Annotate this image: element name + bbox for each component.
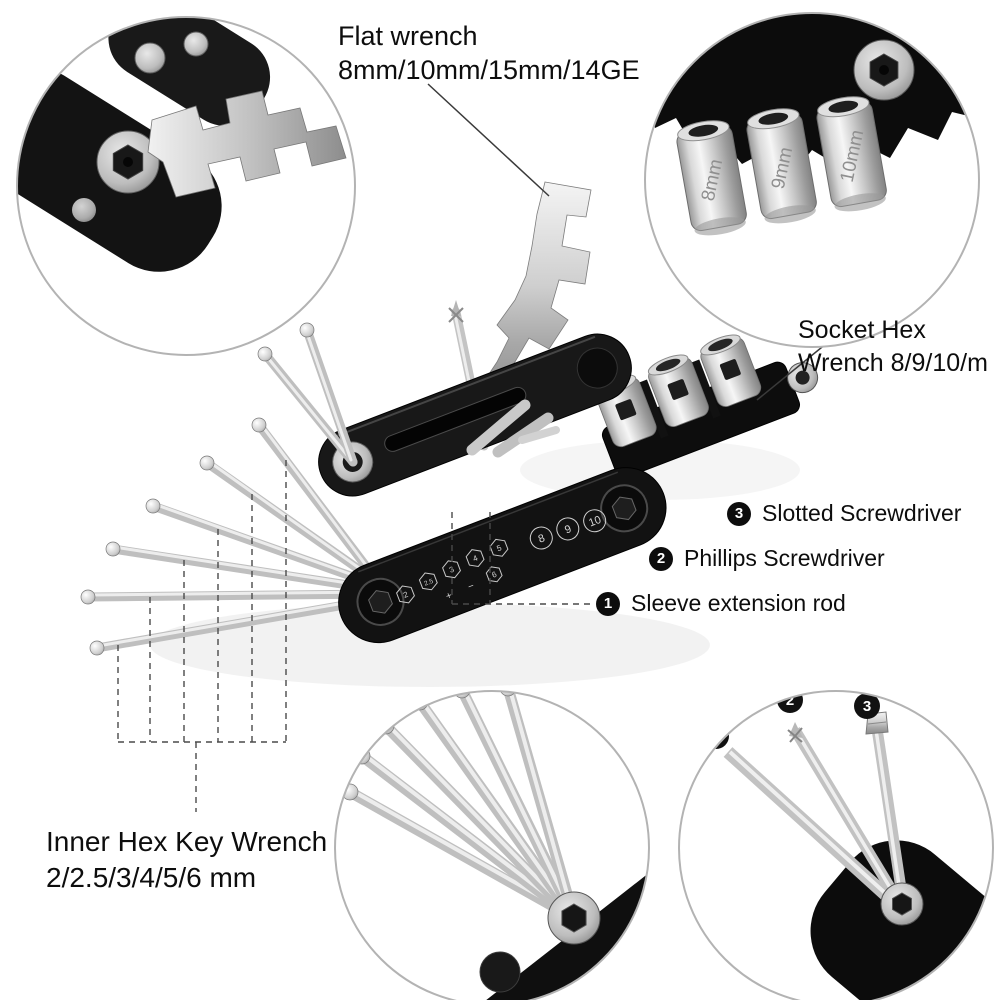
ball-end <box>80 589 96 605</box>
number-badge-2: 2 <box>649 546 673 571</box>
pivot-screw <box>479 951 521 993</box>
engraving-2-5: 2.5 <box>423 578 434 588</box>
engraving-5: 5 <box>495 543 503 553</box>
phillips-screwdriver-label-row: 2 Phillips Screwdriver <box>649 545 885 572</box>
engraving-4: 4 <box>472 553 480 563</box>
upper-hex-keys <box>257 322 358 467</box>
hex-key-dashed-guides <box>117 460 287 812</box>
hex-key-fan <box>80 417 390 656</box>
inner-hex-key-label: Inner Hex Key Wrench 2/2.5/3/4/5/6 mm <box>46 824 327 897</box>
ball-end <box>145 498 161 514</box>
engraving-2: 2 <box>402 590 410 600</box>
slotted-screwdriver-tip <box>865 711 909 903</box>
inner-hex-key-label-line1: Inner Hex Key Wrench <box>46 826 328 857</box>
flat-wrench-label: Flat wrench 8mm/10mm/15mm/14GE <box>338 20 640 88</box>
phillips-screwdriver-tip <box>787 722 905 907</box>
flat-wrench-leader-line <box>427 83 550 197</box>
main-multitool: 2 2.5 3 4 5 + − 6 8 9 10 <box>80 181 819 656</box>
callout-circle-border <box>678 690 994 1000</box>
socket-assembly <box>595 334 819 479</box>
ball-end <box>257 346 273 362</box>
plate-slot <box>384 386 527 452</box>
number-badge-3: 3 <box>727 501 751 526</box>
flat-wrench-blade <box>476 181 592 413</box>
socket-hex-label-line1: Socket Hex <box>798 316 926 344</box>
engraving-minus: − <box>466 581 476 593</box>
flat-wrench-label-line2: 8mm/10mm/15mm/14GE <box>338 54 640 85</box>
tool-body <box>17 66 222 272</box>
socket-10mm-closeup: 10mm <box>816 96 887 212</box>
engraving-plus: + <box>444 590 454 602</box>
number-badge-1: 1 <box>596 591 620 616</box>
flat-wrench-closeup <box>147 90 347 198</box>
ball-end <box>105 541 121 557</box>
pivot-screw <box>576 347 618 389</box>
callout-socket-hex: 8mm 9mm 10mm <box>644 12 980 348</box>
socket-hex-label-line2: Wrench 8/9/10/m <box>798 348 988 377</box>
flat-wrench-label-line1: Flat wrench <box>338 21 478 51</box>
ball-end <box>251 417 267 433</box>
marker-2: 2 <box>786 692 794 709</box>
ball-end <box>299 322 315 338</box>
marker-3: 3 <box>863 698 871 715</box>
socket-10mm <box>700 334 762 407</box>
pivot-screw <box>183 31 209 57</box>
pivot-screw <box>72 198 96 222</box>
sleeve-extension-rod-label: Sleeve extension rod <box>631 590 846 616</box>
engraving-8: 8 <box>537 532 547 545</box>
handle-lower-plate: 2 2.5 3 4 5 + − 6 8 9 10 <box>338 467 667 644</box>
engraving-10: 10 <box>587 514 603 530</box>
sleeve-extension-rod-label-row: 1 Sleeve extension rod <box>596 590 846 617</box>
sleeve-extension-rod <box>723 747 903 911</box>
screwdriver-dashed-guides <box>451 512 592 605</box>
socket-9mm <box>647 354 709 428</box>
pivot-screw <box>134 42 166 74</box>
hex-key-fan-closeup <box>341 691 580 924</box>
ball-end <box>199 455 215 471</box>
slotted-screwdriver-label-row: 3 Slotted Screwdriver <box>727 500 961 527</box>
socket-8mm-closeup: 8mm <box>676 120 747 236</box>
callout-circle-border <box>644 12 980 348</box>
engraving-6: 6 <box>491 570 499 580</box>
socket-9mm-closeup: 9mm <box>746 108 817 224</box>
inner-hex-key-label-line2: 2/2.5/3/4/5/6 mm <box>46 862 257 894</box>
phillips-screwdriver-label: Phillips Screwdriver <box>684 545 885 571</box>
engraving-9: 9 <box>563 523 573 536</box>
ball-end <box>89 640 105 656</box>
callout-circle-border <box>16 16 356 356</box>
slotted-screwdriver-label: Slotted Screwdriver <box>762 500 962 526</box>
callout-circle-border <box>334 690 650 1000</box>
callout-driver-tips: 1 2 3 <box>678 690 994 1000</box>
size-engravings: 2 2.5 3 4 5 + − 6 8 9 10 <box>396 509 607 604</box>
socket-hex-label: Socket Hex Wrench 8/9/10/m <box>798 314 1000 379</box>
tool-body <box>108 17 271 126</box>
tool-shadow <box>150 603 710 687</box>
folded-hex-keys <box>466 399 560 458</box>
callout-flat-wrench <box>16 16 356 356</box>
